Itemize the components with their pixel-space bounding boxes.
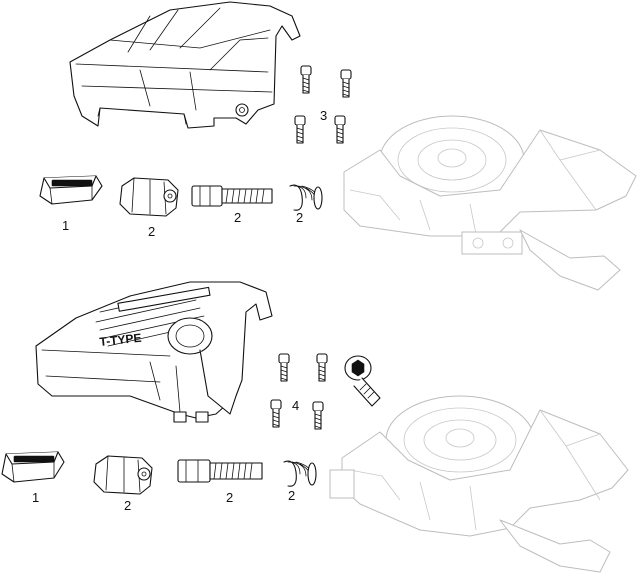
- label-lower-spring: 2: [288, 488, 295, 503]
- label-upper-barrel-screw: 2: [234, 210, 241, 225]
- lower-clamp-bolt: [344, 355, 381, 407]
- label-upper-screws: 3: [320, 108, 327, 123]
- label-lower-grip: 1: [32, 490, 39, 505]
- upper-grip: [39, 175, 103, 205]
- lower-barrel-cap: [93, 455, 153, 495]
- label-upper-grip: 1: [62, 218, 69, 233]
- lower-shifter-body: [329, 395, 629, 573]
- label-lower-barrel-screw: 2: [226, 490, 233, 505]
- cover-marking: T-TYPE: [99, 331, 142, 349]
- upper-cover: [69, 1, 301, 129]
- upper-barrel-screw: [191, 185, 273, 207]
- label-upper-spring: 2: [296, 210, 303, 225]
- upper-screws: [294, 65, 352, 144]
- lower-spring: [283, 460, 317, 487]
- upper-shifter-body: [343, 115, 637, 291]
- lower-screws: [270, 353, 328, 430]
- lower-cover: T-TYPE: [35, 281, 273, 423]
- label-lower-barrel-cap: 2: [124, 498, 131, 513]
- upper-spring: [289, 184, 323, 211]
- label-lower-screws: 4: [292, 398, 299, 413]
- lower-grip: [1, 451, 65, 483]
- upper-barrel-cap: [119, 177, 179, 217]
- label-upper-barrel-cap: 2: [148, 224, 155, 239]
- lower-barrel-screw: [177, 459, 263, 483]
